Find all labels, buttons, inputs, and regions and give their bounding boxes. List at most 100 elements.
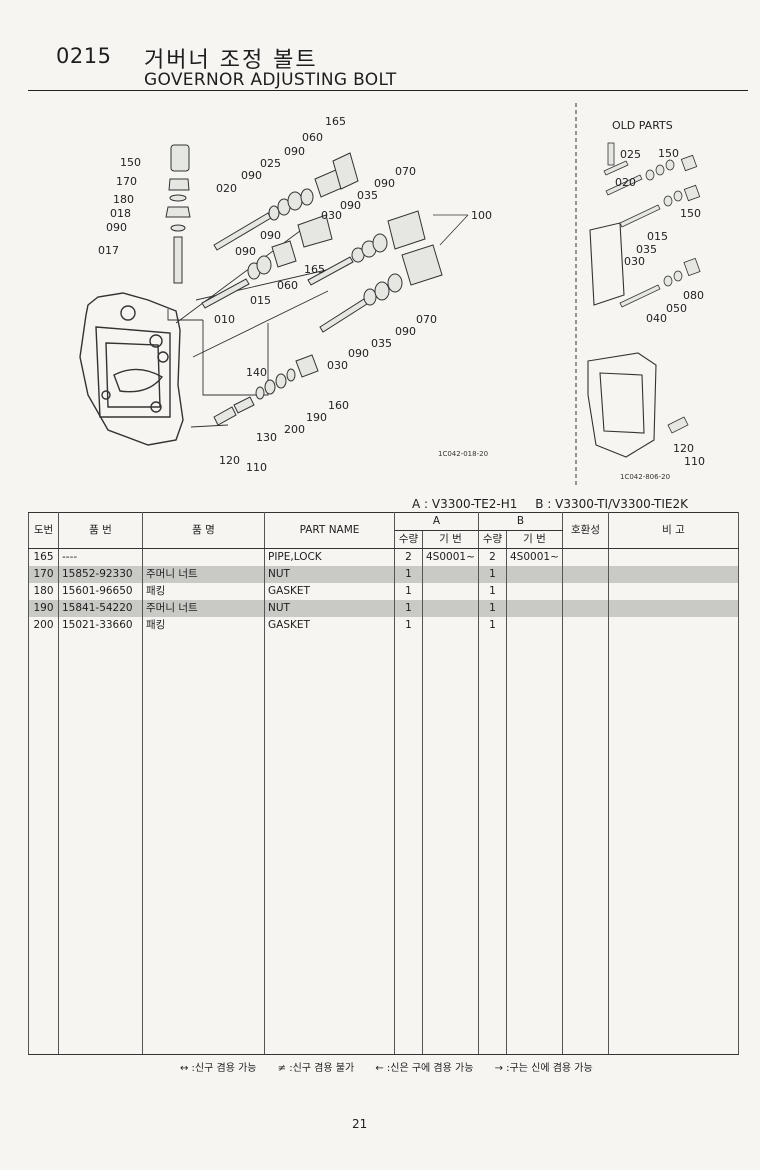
svg-text:120: 120 — [673, 442, 694, 455]
header-model-a: A — [394, 512, 479, 531]
svg-text:120: 120 — [219, 454, 240, 467]
row-remarks — [608, 600, 739, 617]
svg-text:035: 035 — [371, 337, 392, 350]
row-remarks — [608, 583, 739, 600]
model-legend: A : V3300-TE2-H1 B : V3300-TI/V3300-TIE2… — [412, 497, 702, 511]
row-ref: 180 — [28, 583, 59, 600]
row-qty-a: 1 — [394, 583, 423, 600]
row-interchange — [562, 548, 609, 566]
row-interchange — [562, 617, 609, 634]
svg-text:110: 110 — [684, 455, 705, 468]
row-name-korean: 주머니 너트 — [142, 566, 265, 583]
svg-text:180: 180 — [113, 193, 134, 206]
governor-housing — [79, 292, 184, 446]
svg-text:090: 090 — [284, 145, 305, 158]
interchangeability-legend: ↔ :신구 겸용 가능 ≠ :신구 겸용 불가 ← :신은 구에 겸용 가능 →… — [180, 1059, 611, 1074]
row-serial-b: 4S0001~ — [506, 548, 563, 566]
svg-text:090: 090 — [374, 177, 395, 190]
section-title-korean: 거버너 조정 볼트 — [144, 48, 318, 73]
legend-item: ≠ :신구 겸용 불가 — [277, 1063, 355, 1074]
row-name-korean: 패킹 — [142, 583, 265, 600]
svg-text:090: 090 — [241, 169, 262, 182]
svg-text:090: 090 — [348, 347, 369, 360]
svg-text:OLD PARTS: OLD PARTS — [612, 119, 673, 132]
svg-text:018: 018 — [110, 207, 131, 220]
row-remarks — [608, 548, 739, 566]
old-parts-callouts: OLD PARTS 025 150 020 150 015 035 030 08… — [612, 119, 705, 481]
row-part-name: NUT — [264, 600, 395, 617]
row-qty-a: 1 — [394, 617, 423, 634]
svg-text:035: 035 — [357, 189, 378, 202]
row-qty-a: 1 — [394, 566, 423, 583]
row-qty-b: 1 — [478, 583, 507, 600]
svg-text:150: 150 — [680, 207, 701, 220]
row-serial-a — [422, 566, 479, 583]
legend-item: ↔ :신구 겸용 가능 — [180, 1063, 257, 1074]
row-ref: 165 — [28, 548, 59, 566]
row-name-korean — [142, 548, 265, 566]
svg-text:020: 020 — [615, 176, 636, 189]
header-serial-a: 기 번 — [422, 530, 479, 549]
row-part-number: 15021-33660 — [58, 617, 143, 634]
svg-text:140: 140 — [246, 366, 267, 379]
svg-text:015: 015 — [250, 294, 271, 307]
svg-text:035: 035 — [636, 243, 657, 256]
svg-text:080: 080 — [683, 289, 704, 302]
svg-text:060: 060 — [302, 131, 323, 144]
svg-text:025: 025 — [260, 157, 281, 170]
svg-text:030: 030 — [624, 255, 645, 268]
row-qty-b: 1 — [478, 566, 507, 583]
svg-text:020: 020 — [216, 182, 237, 195]
row-qty-a: 2 — [394, 548, 423, 566]
row-ref: 200 — [28, 617, 59, 634]
svg-text:090: 090 — [395, 325, 416, 338]
model-a-label: A : V3300-TE2-H1 — [412, 497, 518, 511]
row-name-korean: 패킹 — [142, 617, 265, 634]
svg-text:060: 060 — [277, 279, 298, 292]
row-name-korean: 주머니 너트 — [142, 600, 265, 617]
section-code: 0215 — [56, 44, 112, 68]
section-title-english: GOVERNOR ADJUSTING BOLT — [144, 70, 397, 90]
header-ref: 도번 — [28, 512, 59, 549]
header-part-number: 품 번 — [58, 512, 143, 549]
row-serial-b — [506, 583, 563, 600]
row-ref: 170 — [28, 566, 59, 583]
header-part-name: PART NAME — [264, 512, 395, 549]
svg-text:090: 090 — [106, 221, 127, 234]
header-qty-b: 수량 — [478, 530, 507, 549]
row-serial-b — [506, 566, 563, 583]
bottom-bolt-row — [213, 354, 319, 426]
row-part-name: GASKET — [264, 617, 395, 634]
parts-list-table: 도번 품 번 품 명 PART NAME A B 호환성 비 고 수량 기 번 … — [28, 512, 739, 1055]
lower-bolt-row — [319, 244, 443, 333]
svg-text:030: 030 — [327, 359, 348, 372]
svg-text:165: 165 — [304, 263, 325, 276]
row-remarks — [608, 566, 739, 583]
svg-text:090: 090 — [260, 229, 281, 242]
svg-text:070: 070 — [395, 165, 416, 178]
svg-text:040: 040 — [646, 312, 667, 325]
main-callouts: 165 060 090 070 090 035 090 030 100 150 … — [98, 115, 492, 474]
model-b-label: B : V3300-TI/V3300-TIE2K — [535, 497, 688, 511]
svg-text:017: 017 — [98, 244, 119, 257]
svg-text:165: 165 — [325, 115, 346, 128]
page-number: 21 — [352, 1117, 368, 1131]
row-serial-b — [506, 617, 563, 634]
svg-text:1C042-018-20: 1C042-018-20 — [438, 450, 488, 458]
table-filler-row — [28, 634, 739, 1055]
diagram-drawing: 165 060 090 070 090 035 090 030 100 150 … — [79, 103, 705, 487]
row-serial-b — [506, 600, 563, 617]
svg-text:170: 170 — [116, 175, 137, 188]
exploded-parts-diagram: 165 060 090 070 090 035 090 030 100 150 … — [28, 95, 748, 495]
row-part-number: ---- — [58, 548, 143, 566]
header-rule — [28, 90, 748, 91]
row-part-name: GASKET — [264, 583, 395, 600]
header-name-korean: 품 명 — [142, 512, 265, 549]
row-qty-b: 2 — [478, 548, 507, 566]
svg-text:070: 070 — [416, 313, 437, 326]
svg-text:160: 160 — [328, 399, 349, 412]
legend-item: ← :신은 구에 겸용 가능 — [375, 1063, 474, 1074]
